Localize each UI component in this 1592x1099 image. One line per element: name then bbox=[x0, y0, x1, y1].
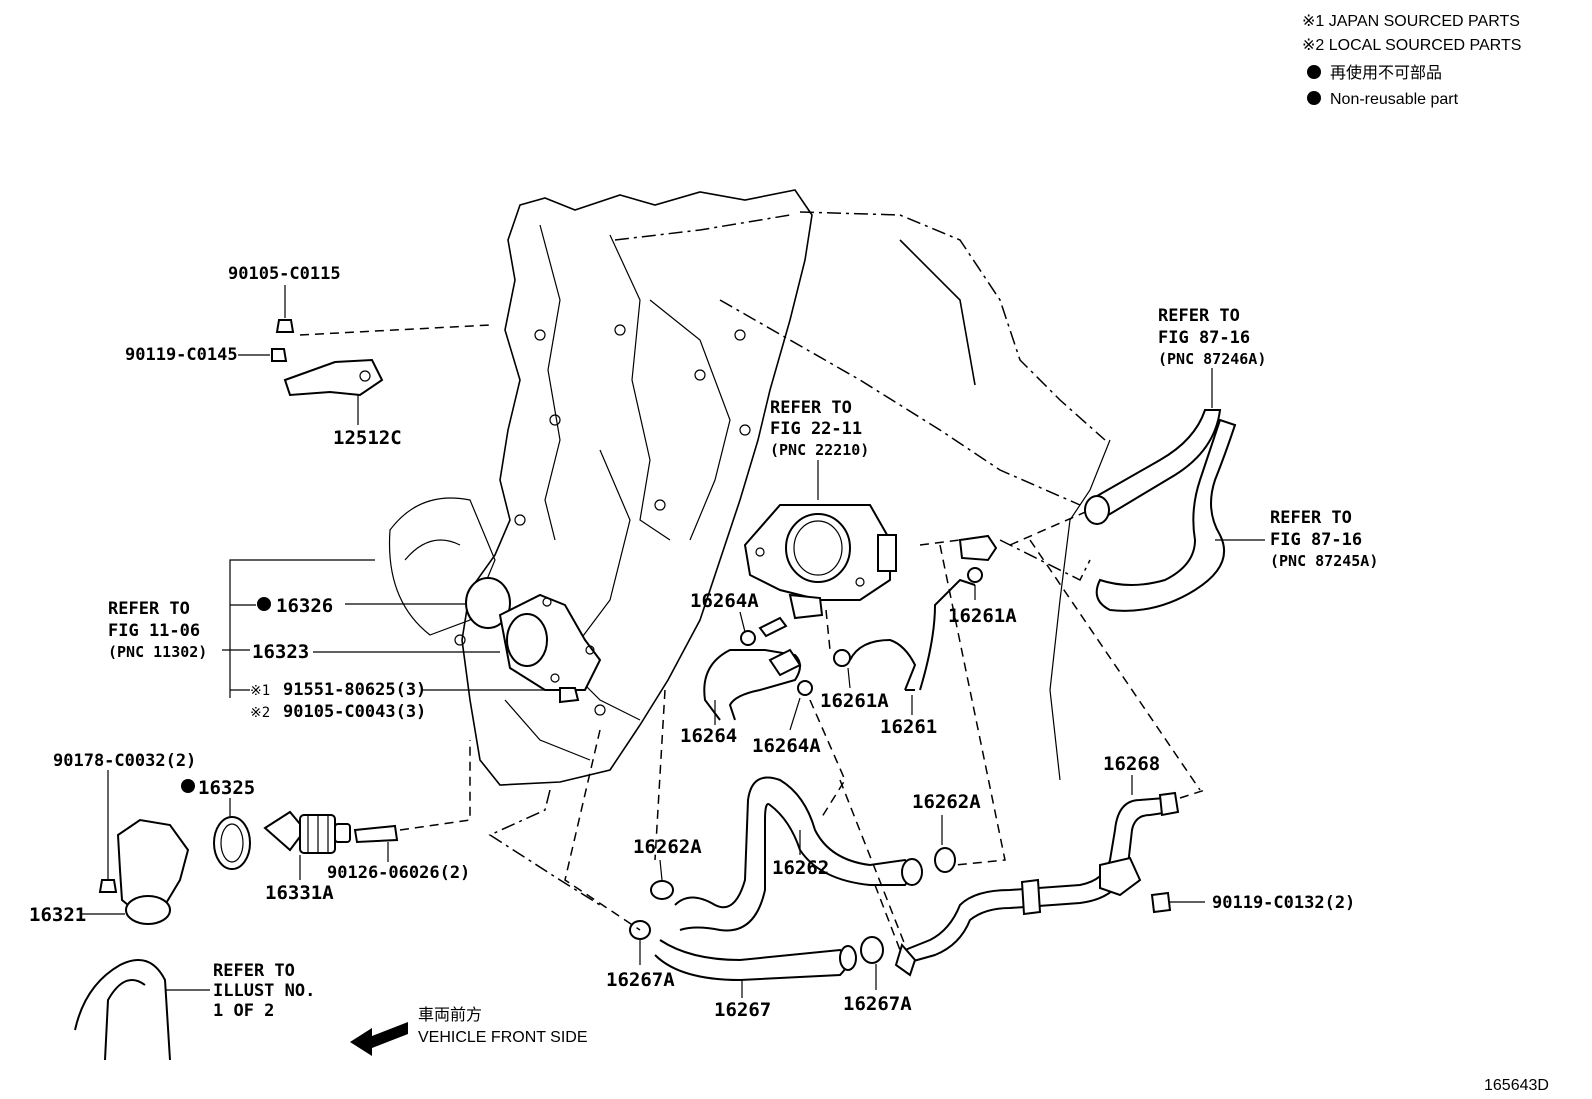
part-number-12512c: 12512C bbox=[333, 427, 402, 449]
bolt-icon bbox=[275, 319, 295, 333]
part-number-16267a-left: 16267A bbox=[606, 969, 675, 991]
legend-non-reusable-en: Non-reusable part bbox=[1330, 91, 1459, 108]
legend-japan-sourced: ※1 JAPAN SOURCED PARTS bbox=[1302, 13, 1520, 30]
part-number-16267: 16267 bbox=[714, 999, 771, 1021]
part-number-16264a-top: 16264A bbox=[690, 590, 759, 612]
ref-illust-line2: ILLUST NO. bbox=[213, 981, 315, 1001]
ref-illust-line1: REFER TO bbox=[213, 961, 295, 981]
part-number-16264a-bottom: 16264A bbox=[752, 735, 821, 757]
hose-clamp-icon bbox=[650, 880, 674, 900]
ref-fig-87-16-b-line2: FIG 87-16 bbox=[1270, 530, 1362, 550]
part-number-90178-c0032: 90178-C0032(2) bbox=[53, 751, 196, 771]
part-number-16321: 16321 bbox=[29, 904, 86, 926]
nut-icon bbox=[98, 879, 118, 893]
hose-clamp-icon bbox=[740, 630, 756, 646]
pipe-bracket-icon bbox=[1020, 878, 1042, 916]
figure-id: 165643D bbox=[1484, 1077, 1549, 1094]
gasket-ring-icon bbox=[465, 577, 511, 629]
part-number-90105-c0115: 90105-C0115 bbox=[228, 264, 341, 284]
heater-hose-group: REFER TO FIG 87-16 (PNC 87246A) REFER TO… bbox=[1029, 306, 1378, 799]
vehicle-front-en: VEHICLE FRONT SIDE bbox=[418, 1029, 588, 1046]
part-number-16268: 16268 bbox=[1103, 753, 1160, 775]
legend: ※1 JAPAN SOURCED PARTS ※2 LOCAL SOURCED … bbox=[1302, 13, 1521, 108]
ref-fig-11-06-line3: (PNC 11302) bbox=[108, 643, 207, 661]
bolt-icon bbox=[271, 348, 288, 362]
vehicle-front-jp: 車両前方 bbox=[418, 1006, 482, 1024]
hose-clamp-icon bbox=[967, 567, 983, 583]
part-number-16261a-right: 16261A bbox=[948, 605, 1017, 627]
part-number-16261: 16261 bbox=[880, 716, 937, 738]
non-reusable-dot-icon bbox=[1307, 65, 1321, 79]
ref-fig-11-06-line2: FIG 11-06 bbox=[108, 621, 200, 641]
hose-clamp-icon bbox=[860, 936, 884, 964]
hose-clamp-icon bbox=[934, 847, 956, 873]
part-number-90126-06026: 90126-06026(2) bbox=[327, 863, 470, 883]
part-number-16264: 16264 bbox=[680, 725, 737, 747]
water-inlet-group: REFER TO FIG 11-06 (PNC 11302) 16326 163… bbox=[108, 559, 602, 722]
part-number-16267a-right: 16267A bbox=[843, 993, 912, 1015]
lower-hose-group: 16262 16262A 16262A 16267 16267A 16267A … bbox=[564, 689, 1355, 1021]
ref-fig-87-16-b-line1: REFER TO bbox=[1270, 508, 1352, 528]
front-arrow-icon bbox=[350, 1022, 408, 1056]
non-reusable-dot-icon bbox=[1307, 91, 1321, 105]
ref-illust-line3: 1 OF 2 bbox=[213, 1001, 274, 1021]
part-number-16326: 16326 bbox=[276, 595, 333, 617]
vehicle-front-indicator: 車両前方 VEHICLE FRONT SIDE bbox=[350, 1006, 588, 1056]
pipe-bracket-icon bbox=[1099, 856, 1142, 897]
ref-fig-87-16-a-line1: REFER TO bbox=[1158, 306, 1240, 326]
legend-local-sourced: ※2 LOCAL SOURCED PARTS bbox=[1302, 37, 1521, 54]
bolt-icon bbox=[758, 616, 788, 638]
bolt-icon bbox=[559, 687, 580, 704]
ref-fig-87-16-a-line2: FIG 87-16 bbox=[1158, 328, 1250, 348]
ref-fig-11-06-line1: REFER TO bbox=[108, 599, 190, 619]
hose-clamp-icon bbox=[833, 649, 851, 667]
part-number-16331a: 16331A bbox=[265, 882, 334, 904]
ref-fig-87-16-b-line3: (PNC 87245A) bbox=[1270, 552, 1378, 570]
thermostat-group: 90178-C0032(2) 16325 16321 16331A 90126-… bbox=[29, 740, 471, 1061]
part-number-16323: 16323 bbox=[252, 641, 309, 663]
ref-fig-22-11-line3: (PNC 22210) bbox=[770, 441, 869, 459]
ref-fig-87-16-a-line3: (PNC 87246A) bbox=[1158, 350, 1266, 368]
part-number-16262: 16262 bbox=[772, 857, 829, 879]
throttle-body-group: REFER TO FIG 22-11 (PNC 22210) bbox=[743, 398, 897, 651]
part-number-90119-c0145: 90119-C0145 bbox=[125, 345, 238, 365]
seal-ring-icon bbox=[213, 816, 251, 870]
bracket-icon bbox=[283, 358, 384, 397]
part-number-91551-80625: 91551-80625(3) bbox=[283, 680, 426, 700]
non-reusable-dot-icon bbox=[181, 779, 195, 793]
part-number-90105-c0043: 90105-C0043(3) bbox=[283, 702, 426, 722]
bracket-group: 90105-C0115 90119-C0145 12512C bbox=[125, 264, 491, 449]
water-inlet-pipe-icon bbox=[116, 818, 190, 917]
ref-fig-22-11-line2: FIG 22-11 bbox=[770, 419, 862, 439]
part-number-16262a-left: 16262A bbox=[633, 836, 702, 858]
part-number-16261a-mid: 16261A bbox=[820, 690, 889, 712]
legend-non-reusable-jp: 再使用不可部品 bbox=[1330, 64, 1442, 82]
ref-fig-22-11-line1: REFER TO bbox=[770, 398, 852, 418]
stud-icon bbox=[353, 824, 399, 844]
part-number-90119-c0132: 90119-C0132(2) bbox=[1212, 893, 1355, 913]
local-mark-2: ※2 bbox=[250, 705, 270, 721]
bypass-hose-group: 16264A 16264 16264A 16261A 16261 16261A bbox=[680, 509, 1091, 866]
bolt-icon bbox=[1150, 891, 1172, 914]
hose-clamp-icon bbox=[797, 680, 813, 696]
part-number-16262a-right: 16262A bbox=[912, 791, 981, 813]
non-reusable-dot-icon bbox=[257, 597, 271, 611]
part-number-16325: 16325 bbox=[198, 777, 255, 799]
local-mark-1: ※1 bbox=[250, 683, 270, 699]
